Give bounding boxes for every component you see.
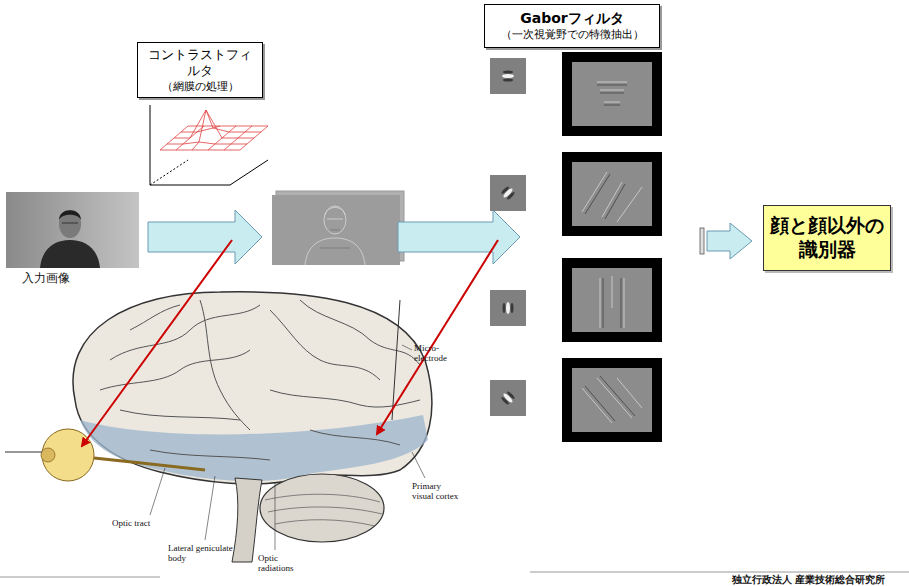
block-arrow-bar (700, 228, 704, 254)
footer-credit: 独立行政法人 産業技術総合研究所 (732, 574, 906, 586)
gabor-kernels (490, 58, 526, 416)
anatomy-label: Optic radiations (258, 553, 314, 574)
contrast-image (272, 191, 404, 265)
input-photo (6, 192, 139, 268)
footer-rule (0, 577, 160, 578)
brain-illustration (5, 292, 432, 562)
mesh-plot (150, 105, 268, 185)
filter-box: コントラストフィルタ（網膜の処理） (137, 42, 263, 98)
anatomy-label: Lateral geniculate body (168, 543, 246, 564)
box-subtitle: （一次視覚野での特徴抽出） (501, 28, 644, 42)
gabor-outputs (562, 52, 662, 442)
filter-box: Gaborフィルタ（一次視覚野での特徴抽出） (484, 4, 660, 48)
block-arrow (398, 210, 520, 264)
image-caption: 入力画像 (22, 272, 102, 286)
pointer-arrow (82, 240, 232, 446)
box-title: 顔と顔以外の識別器 (770, 214, 884, 262)
anatomy-label: Micro- electrode (414, 343, 466, 364)
block-arrow (148, 210, 262, 264)
box-subtitle: （網膜の処理） (162, 80, 239, 94)
block-arrow (707, 223, 752, 259)
box-title: Gaborフィルタ (520, 10, 623, 28)
pointer-arrow (377, 240, 498, 434)
anatomy-label: Optic tract (112, 518, 184, 528)
footer-rule (530, 572, 909, 573)
box-title: コントラストフィルタ (144, 47, 256, 80)
anatomy-label: Primary visual cortex (412, 481, 464, 502)
classifier-box: 顔と顔以外の識別器 (763, 205, 891, 271)
